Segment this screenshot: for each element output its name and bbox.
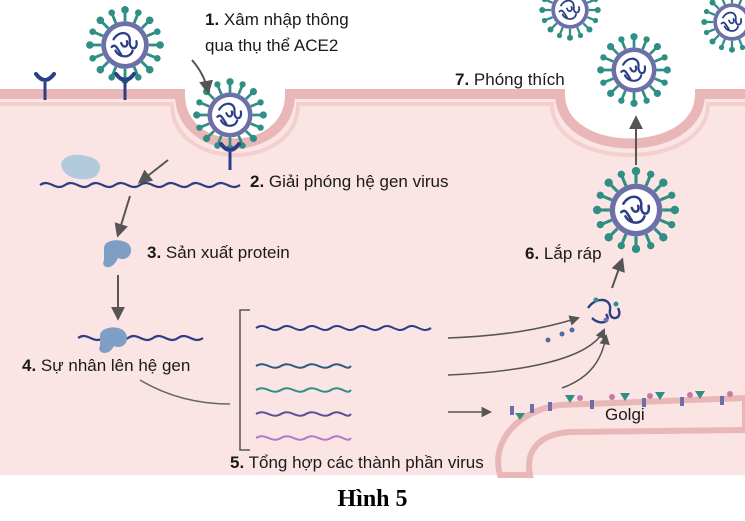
arrow-entry <box>191 59 213 95</box>
step-1-text-2: qua thụ thể ACE2 <box>205 36 339 55</box>
viral-rna-released <box>39 181 241 189</box>
cell-membrane <box>0 89 745 149</box>
step-4-number: 4. <box>22 356 37 375</box>
step-6-text: Lắp ráp <box>543 244 602 263</box>
step-4-text: Sự nhân lên hệ gen <box>40 356 191 375</box>
step-1-number: 1. <box>205 10 220 29</box>
virus-particle-top-1 <box>538 0 602 42</box>
replicase-protein <box>99 327 128 353</box>
golgi-spike-proteins <box>510 391 733 420</box>
virus-particle-entry <box>84 4 166 86</box>
step-1-text: Xâm nhập thông <box>223 10 349 29</box>
virus-particle-assembled <box>591 165 681 255</box>
step-1-label-line2: qua thụ thể ACE2 <box>205 36 338 56</box>
assembling-virion <box>545 297 621 343</box>
step-2-text: Giải phóng hệ gen virus <box>268 172 449 191</box>
synthesized-rna-strands <box>255 325 432 441</box>
golgi-label: Golgi <box>605 405 645 424</box>
step-4-label: 4. Sự nhân lên hệ gen <box>22 356 190 376</box>
protein-blob <box>61 154 101 180</box>
step-3-text: Sản xuất protein <box>165 243 290 262</box>
step-7-label: 7. Phóng thích <box>455 70 565 90</box>
step-3-number: 3. <box>147 243 162 262</box>
arrow-uncoating <box>137 159 169 184</box>
figure-caption: Hình 5 <box>337 486 408 512</box>
step-7-text: Phóng thích <box>473 70 565 89</box>
step-1-label: 1. Xâm nhập thông <box>205 10 349 30</box>
connector-replication <box>139 379 231 405</box>
step-3-label: 3. Sản xuất protein <box>147 243 290 263</box>
arrow-rna-to-assembly <box>447 315 581 339</box>
step-7-number: 7. <box>455 70 470 89</box>
step-5-label: 5. Tổng hợp các thành phần virus <box>230 453 484 473</box>
arrow-to-translation <box>114 195 131 238</box>
step-5-number: 5. <box>230 453 245 472</box>
virus-particle-released <box>595 31 673 109</box>
step-6-number: 6. <box>525 244 540 263</box>
step-2-number: 2. <box>250 172 265 191</box>
virus-particle-entering <box>191 76 269 154</box>
step-5-text: Tổng hợp các thành phần virus <box>248 453 484 472</box>
step-6-label: 6. Lắp ráp <box>525 244 602 264</box>
components-bracket <box>239 309 250 451</box>
virus-particle-top-2 <box>700 0 745 54</box>
host-cell <box>0 94 745 475</box>
arrow-assembly <box>611 257 625 289</box>
arrow-proteins-to-assembly <box>447 328 606 376</box>
golgi-membrane <box>495 394 745 478</box>
arrow-golgi-to-assembly <box>561 333 610 389</box>
step-2-label: 2. Giải phóng hệ gen virus <box>250 172 448 192</box>
ribosome-protein <box>103 240 132 268</box>
